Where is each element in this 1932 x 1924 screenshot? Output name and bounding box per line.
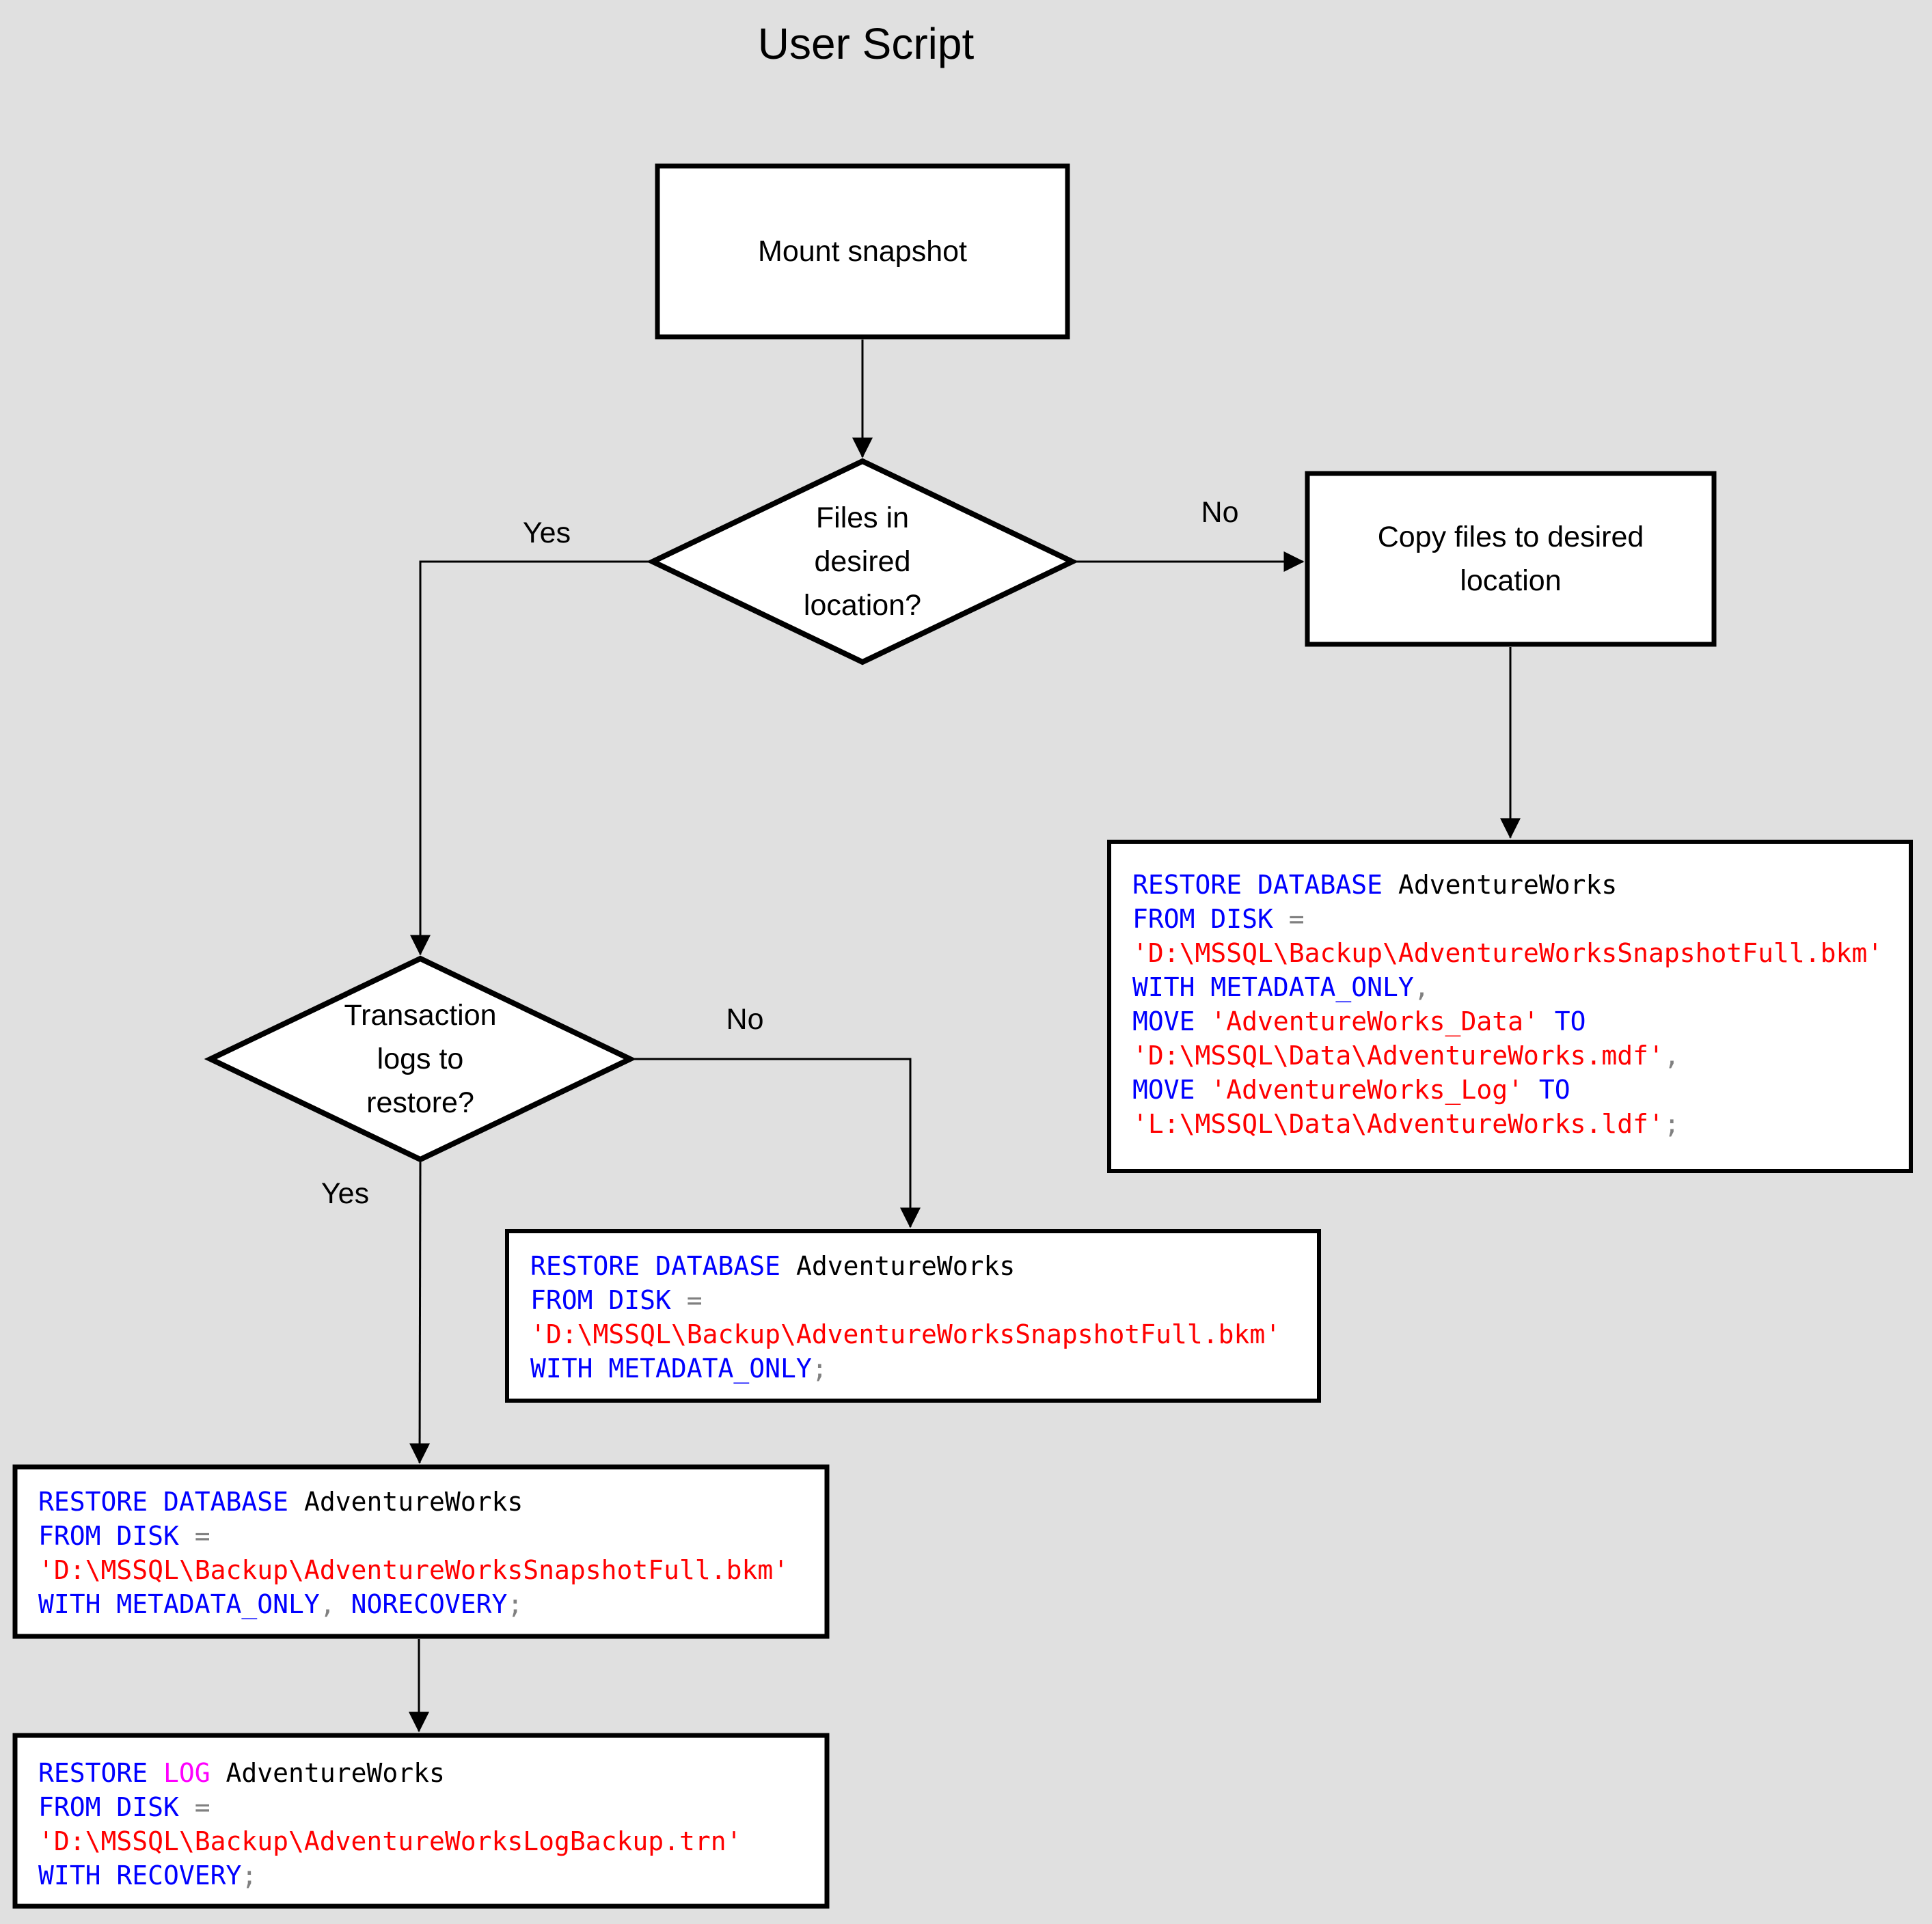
edge-label-logs-no: No — [726, 1003, 764, 1036]
process-box-mount-snapshot — [655, 163, 1070, 340]
code-token: RESTORE — [38, 1758, 164, 1788]
code-line: FROM DISK = — [38, 1790, 815, 1824]
code-token: RESTORE DATABASE — [38, 1487, 304, 1517]
code-token: FROM DISK — [38, 1521, 195, 1551]
node-label-logs-decision: Transaction logs to restore? — [344, 999, 497, 1119]
code-token: FROM DISK — [1132, 904, 1289, 934]
code-token: LOG — [163, 1758, 210, 1788]
arrow-logs-decision-no-to-restore-no-logs-code — [630, 1058, 921, 1228]
code-token: 'AdventureWorks_Data' — [1210, 1006, 1539, 1036]
code-line: MOVE 'AdventureWorks_Log' TO — [1132, 1073, 1899, 1107]
code-token: WITH METADATA_ONLY — [38, 1589, 320, 1619]
code-token: , — [319, 1589, 351, 1619]
code-token: MOVE — [1132, 1075, 1211, 1105]
code-token: WITH METADATA_ONLY — [530, 1353, 812, 1384]
code-token: ; — [1663, 1109, 1680, 1139]
code-token: 'D:\MSSQL\Backup\AdventureWorksSnapshotF… — [38, 1555, 789, 1585]
code-token: WITH METADATA_ONLY — [1132, 972, 1414, 1002]
code-box-restore-no-logs — [505, 1229, 1321, 1403]
code-token: ; — [241, 1860, 258, 1891]
code-token: WITH RECOVERY — [38, 1860, 242, 1891]
code-token: RESTORE DATABASE — [530, 1251, 796, 1281]
code-token: TO — [1523, 1075, 1570, 1105]
edge-label-files-yes: Yes — [522, 517, 571, 549]
code-token: 'D:\MSSQL\Backup\AdventureWorksLogBackup… — [38, 1826, 742, 1856]
process-box-copy-files — [1305, 471, 1717, 647]
node-label-mount-snapshot: Mount snapshot — [758, 235, 967, 268]
code-token: 'D:\MSSQL\Data\AdventureWorks.mdf' — [1132, 1041, 1664, 1071]
code-token: = — [194, 1521, 210, 1551]
code-line: MOVE 'AdventureWorks_Data' TO — [1132, 1004, 1899, 1039]
code-line: WITH METADATA_ONLY, — [1132, 970, 1899, 1004]
code-token: = — [194, 1792, 210, 1822]
code-line: WITH RECOVERY; — [38, 1858, 815, 1893]
code-box-restore-norecovery — [12, 1464, 830, 1639]
code-line: 'D:\MSSQL\Backup\AdventureWorksLogBackup… — [38, 1824, 815, 1858]
code-token: FROM DISK — [530, 1285, 687, 1315]
edge-label-logs-yes: Yes — [321, 1177, 370, 1210]
code-token: AdventureWorks — [303, 1487, 523, 1517]
edge-label-files-no: No — [1201, 496, 1239, 529]
decision-diamond-transaction-logs — [204, 955, 637, 1163]
code-line: 'D:\MSSQL\Backup\AdventureWorksSnapshotF… — [530, 1317, 1307, 1351]
code-line: RESTORE LOG AdventureWorks — [38, 1756, 815, 1790]
code-token: = — [1288, 904, 1305, 934]
code-line: 'D:\MSSQL\Backup\AdventureWorksSnapshotF… — [38, 1553, 815, 1587]
code-token: FROM DISK — [38, 1792, 195, 1822]
code-token: , — [1413, 972, 1430, 1002]
code-token: ; — [507, 1589, 523, 1619]
code-line: 'L:\MSSQL\Data\AdventureWorks.ldf'; — [1132, 1107, 1899, 1141]
code-line: FROM DISK = — [530, 1283, 1307, 1317]
code-box-restore-log-recovery — [12, 1733, 830, 1909]
code-line: WITH METADATA_ONLY, NORECOVERY; — [38, 1587, 815, 1621]
code-token: AdventureWorks — [1398, 870, 1618, 900]
code-token: TO — [1538, 1006, 1586, 1036]
node-label-copy-files: Copy files to desired location — [1377, 521, 1644, 597]
code-line: 'D:\MSSQL\Data\AdventureWorks.mdf', — [1132, 1039, 1899, 1073]
node-label-files-decision: Files in desired location? — [803, 501, 922, 622]
code-token: AdventureWorks — [210, 1758, 445, 1788]
code-box-restore-copy-location — [1107, 840, 1913, 1173]
code-token: 'D:\MSSQL\Backup\AdventureWorksSnapshotF… — [1132, 938, 1883, 968]
code-token: , — [1663, 1041, 1680, 1071]
code-token: AdventureWorks — [795, 1251, 1016, 1281]
code-token: 'D:\MSSQL\Backup\AdventureWorksSnapshotF… — [530, 1319, 1281, 1349]
code-line: RESTORE DATABASE AdventureWorks — [530, 1249, 1307, 1283]
arrow-files-decision-yes-to-logs-decision — [410, 560, 653, 956]
code-line: 'D:\MSSQL\Backup\AdventureWorksSnapshotF… — [1132, 936, 1899, 970]
page-title: User Script — [757, 19, 975, 68]
code-token: = — [686, 1285, 703, 1315]
code-line: WITH METADATA_ONLY; — [530, 1351, 1307, 1386]
code-token: 'L:\MSSQL\Data\AdventureWorks.ldf' — [1132, 1109, 1664, 1139]
decision-diamond-files-in-desired-location — [646, 458, 1079, 665]
code-token: NORECOVERY — [351, 1589, 508, 1619]
code-token: RESTORE DATABASE — [1132, 870, 1398, 900]
code-line: RESTORE DATABASE AdventureWorks — [1132, 868, 1899, 902]
code-token: 'AdventureWorks_Log' — [1210, 1075, 1523, 1105]
code-line: RESTORE DATABASE AdventureWorks — [38, 1485, 815, 1519]
code-token: ; — [811, 1353, 828, 1384]
code-line: FROM DISK = — [38, 1519, 815, 1553]
code-token: MOVE — [1132, 1006, 1211, 1036]
code-line: FROM DISK = — [1132, 902, 1899, 936]
